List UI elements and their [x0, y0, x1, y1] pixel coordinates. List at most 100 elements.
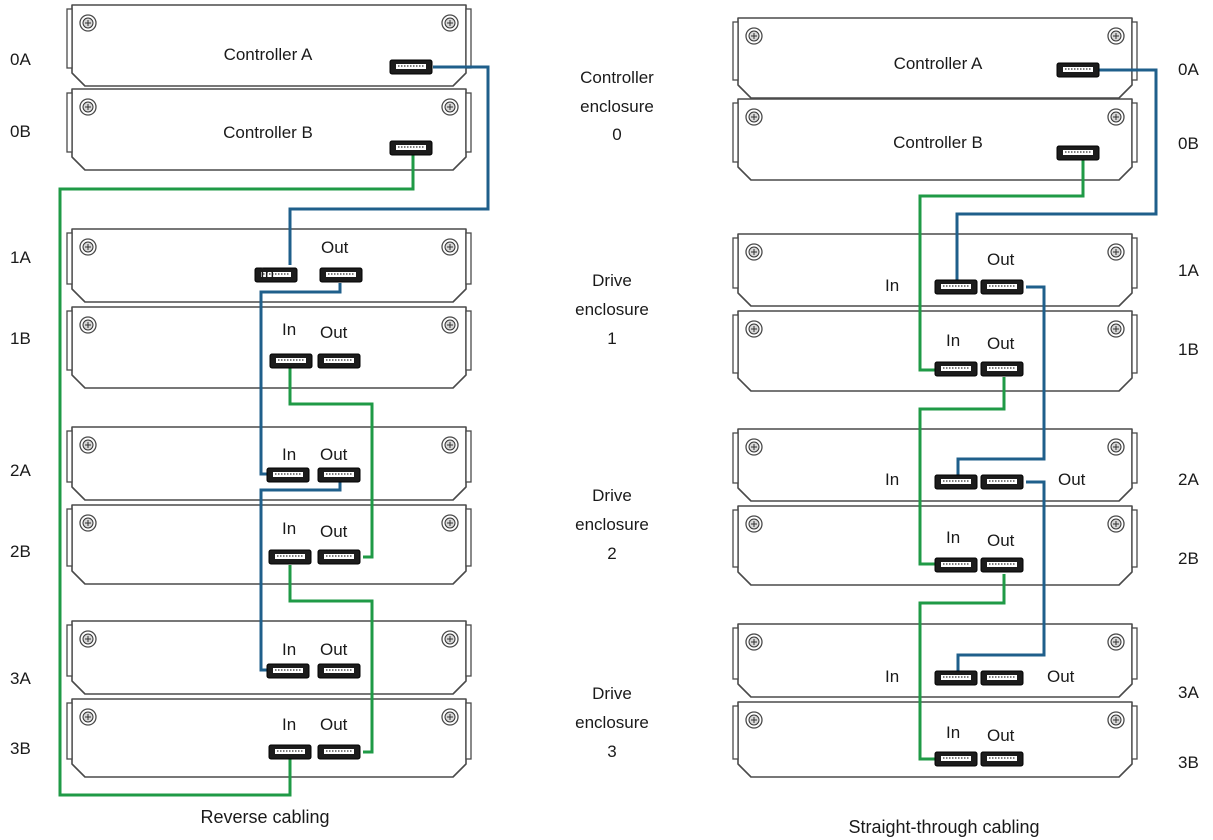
module-3A-right-screw-left-icon — [745, 633, 763, 651]
enclosure-0-line1: Controller — [580, 68, 654, 87]
module-2B-left — [66, 504, 472, 585]
module-3A-right-screw-right-icon — [1107, 633, 1125, 651]
out-label-1A-right: Out — [987, 250, 1015, 269]
enclosure-2-line2: enclosure — [575, 515, 649, 534]
port-1B-out-left — [317, 353, 361, 369]
out-label-3B-right: Out — [987, 726, 1015, 745]
module-0B-left — [66, 88, 472, 171]
module-1A-right-screw-left-icon — [745, 243, 763, 261]
out-label-2B-right: Out — [987, 531, 1015, 550]
enclosure-2-line3: 2 — [607, 544, 616, 563]
module-1A-left — [66, 228, 472, 303]
port-1A-out-right — [980, 279, 1024, 295]
cable-blue-1A-out-to-2A-in-right — [956, 285, 1046, 480]
module-id-2A-left: 2A — [10, 461, 31, 480]
port-2A-in-left — [266, 467, 310, 483]
module-id-0B-left: 0B — [10, 122, 31, 141]
module-2A-right-screw-left-icon — [745, 438, 763, 456]
port-3A-out-left — [317, 663, 361, 679]
port-1B-out-right — [980, 361, 1024, 377]
module-2B-right-screw-left-icon — [745, 515, 763, 533]
cable-green-2B-in-to-3B-out-left — [288, 565, 374, 754]
enclosure-3-line1: Drive — [592, 684, 632, 703]
module-id-2B-left: 2B — [10, 542, 31, 561]
out-label-3A-right: Out — [1047, 667, 1075, 686]
enclosure-1-line3: 1 — [607, 329, 616, 348]
cable-blue-0A-to-1A-in-left — [288, 65, 490, 265]
module-2A-left-screw-left-icon — [79, 436, 97, 454]
module-3A-right — [732, 623, 1138, 698]
module-3A-left — [66, 620, 472, 695]
out-label-2B-left: Out — [320, 522, 348, 541]
in-label-2B-right: In — [946, 528, 960, 547]
module-3B-right-screw-right-icon — [1107, 711, 1125, 729]
port-3B-in-right — [934, 751, 978, 767]
out-label-1B-left: Out — [320, 323, 348, 342]
out-label-1A-left: Out — [321, 238, 349, 257]
caption-reverse-cabling: Reverse cabling — [200, 807, 329, 827]
module-1B-right — [732, 310, 1138, 392]
module-1B-left-screw-right-icon — [441, 316, 459, 334]
cable-blue-2A-out-to-3A-in-left — [259, 481, 342, 672]
module-0A-left-screw-left-icon — [79, 14, 97, 32]
module-id-2B-right: 2B — [1178, 549, 1199, 568]
out-label-2A-left: Out — [320, 445, 348, 464]
module-3B-right — [732, 701, 1138, 778]
module-id-1A-right: 1A — [1178, 261, 1199, 280]
port-layer — [254, 59, 1100, 767]
module-id-2A-right: 2A — [1178, 470, 1199, 489]
module-0B-right-screw-right-icon — [1107, 108, 1125, 126]
module-3B-right-screw-left-icon — [745, 711, 763, 729]
module-3B-left-screw-right-icon — [441, 708, 459, 726]
port-2A-out-left — [317, 467, 361, 483]
in-label-2B-left: In — [282, 519, 296, 538]
port-0A-right — [1056, 62, 1100, 78]
cable-green-0B-to-3B-in-left — [58, 155, 415, 797]
in-label-3B-left: In — [282, 715, 296, 734]
module-0B-right — [732, 98, 1138, 181]
module-3A-left-screw-left-icon — [79, 630, 97, 648]
module-0B-right-screw-left-icon — [745, 108, 763, 126]
in-label-3B-right: In — [946, 723, 960, 742]
in-label-3A-left: In — [282, 640, 296, 659]
module-1A-right-screw-right-icon — [1107, 243, 1125, 261]
module-id-3B-right: 3B — [1178, 753, 1199, 772]
in-label-1B-right: In — [946, 331, 960, 350]
port-3B-out-left — [317, 744, 361, 760]
module-2B-left-screw-right-icon — [441, 514, 459, 532]
in-label-2A-left: In — [282, 445, 296, 464]
module-id-0A-right: 0A — [1178, 60, 1199, 79]
cable-blue-1A-out-to-2A-in-left — [259, 283, 342, 476]
module-2B-left-screw-left-icon — [79, 514, 97, 532]
module-0A-left-screw-right-icon — [441, 14, 459, 32]
port-0B-right — [1056, 145, 1100, 161]
port-2B-out-left — [317, 549, 361, 565]
module-1A-left-screw-right-icon — [441, 238, 459, 256]
cable-blue-2A-out-to-3A-in-right — [956, 480, 1046, 677]
out-label-3A-left: Out — [320, 640, 348, 659]
in-label-3A-right: In — [885, 667, 899, 686]
port-3A-in-left — [266, 663, 310, 679]
port-3A-out-right — [980, 670, 1024, 686]
module-0A-right-screw-left-icon — [745, 27, 763, 45]
module-id-1A-left: 1A — [10, 248, 31, 267]
module-id-1B-right: 1B — [1178, 340, 1199, 359]
enclosure-3-line2: enclosure — [575, 713, 649, 732]
module-id-3A-left: 3A — [10, 669, 31, 688]
module-0B-left-screw-left-icon — [79, 98, 97, 116]
module-2B-right-screw-right-icon — [1107, 515, 1125, 533]
module-1A-left-screw-left-icon — [79, 238, 97, 256]
cable-green-1B-in-to-2B-out-left — [288, 368, 374, 559]
module-id-0A-left: 0A — [10, 50, 31, 69]
port-2A-out-right — [980, 474, 1024, 490]
out-label-1B-right: Out — [987, 334, 1015, 353]
module-2A-left — [66, 426, 472, 501]
port-3A-in-right — [934, 670, 978, 686]
enclosure-1-line2: enclosure — [575, 300, 649, 319]
module-3B-left-screw-left-icon — [79, 708, 97, 726]
module-0A-right-screw-right-icon — [1107, 27, 1125, 45]
module-2A-right-screw-right-icon — [1107, 438, 1125, 456]
port-3B-out-right — [980, 751, 1024, 767]
port-3B-in-left — [268, 744, 312, 760]
cable-layer — [58, 65, 1158, 797]
